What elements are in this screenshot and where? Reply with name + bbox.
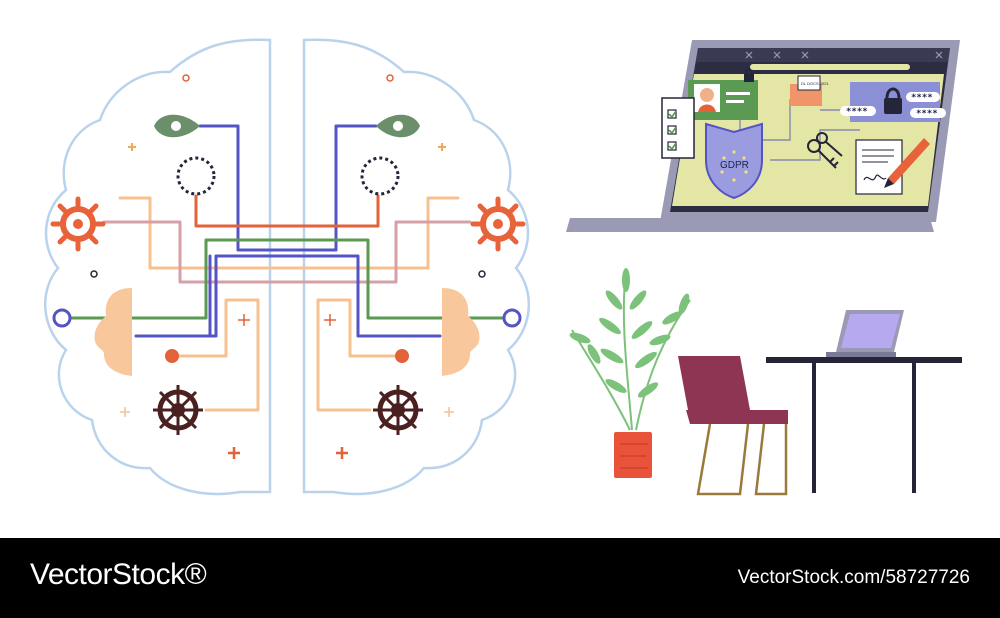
illustration: DL DOCS 2021 **** **** **** GDPR [43,38,962,496]
pen-icon [884,138,930,188]
wire-blue-bottom [134,254,442,338]
node-circle-right [502,308,522,328]
gear-icon-right [470,196,526,252]
footer-bar: VectorStock® VectorStock.com/58727726 [0,538,1000,618]
node-dot-left [165,349,179,363]
padlock-icon [884,87,902,114]
wire-blue-left [198,124,378,252]
wire-pink [102,220,472,284]
gear-icon-left [50,196,106,252]
address-bar [750,64,910,70]
brain-right-hemisphere [302,38,531,496]
wheel-icon-right [373,385,423,435]
folder-icon: DL DOCS 2021 [790,75,829,106]
person-avatar [700,88,714,102]
plant-icon [569,268,691,478]
wire-peach-bottom-right [316,298,400,412]
checklist-card [661,97,695,159]
head-profile-icon-right [442,288,480,376]
pin-icon-right [376,114,420,138]
wheel-icon-left [153,385,203,435]
decor-sparkles [90,74,486,459]
gdpr-laptop: DL DOCS 2021 **** **** **** GDPR [566,40,960,232]
wire-peach-bottom-left [174,298,260,412]
desk-icon [766,357,962,493]
wire-green [68,238,506,320]
brand-logo: VectorStock® [30,558,207,591]
dotted-circle-right [360,156,400,196]
chair-icon [678,356,788,496]
pin-icon-left [154,114,200,138]
image-reference-url: VectorStock.com/58727726 [737,567,970,588]
browser-close-icons [745,51,943,59]
workspace-scene [569,268,962,496]
dotted-circle-left [176,156,216,196]
gdpr-shield-icon: GDPR [705,122,763,200]
brain-illustration [43,38,531,496]
node-dot-right [395,349,409,363]
signed-document-icon [855,139,903,195]
small-laptop-icon [826,310,904,357]
shield-label: GDPR [720,160,749,171]
wire-orange-top [194,194,380,228]
password-mask-3: **** [916,109,938,119]
node-circle-left [52,308,72,328]
wire-peach-left [118,196,460,270]
brain-left-hemisphere [43,38,272,496]
key-icon [807,132,843,169]
password-mask-2: **** [846,107,868,117]
password-mask-1: **** [911,93,933,103]
file-label: DL DOCS 2021 [801,81,829,86]
lock-icon-small [744,68,754,82]
plant-pot [614,432,652,478]
head-profile-icon-left [94,288,132,376]
